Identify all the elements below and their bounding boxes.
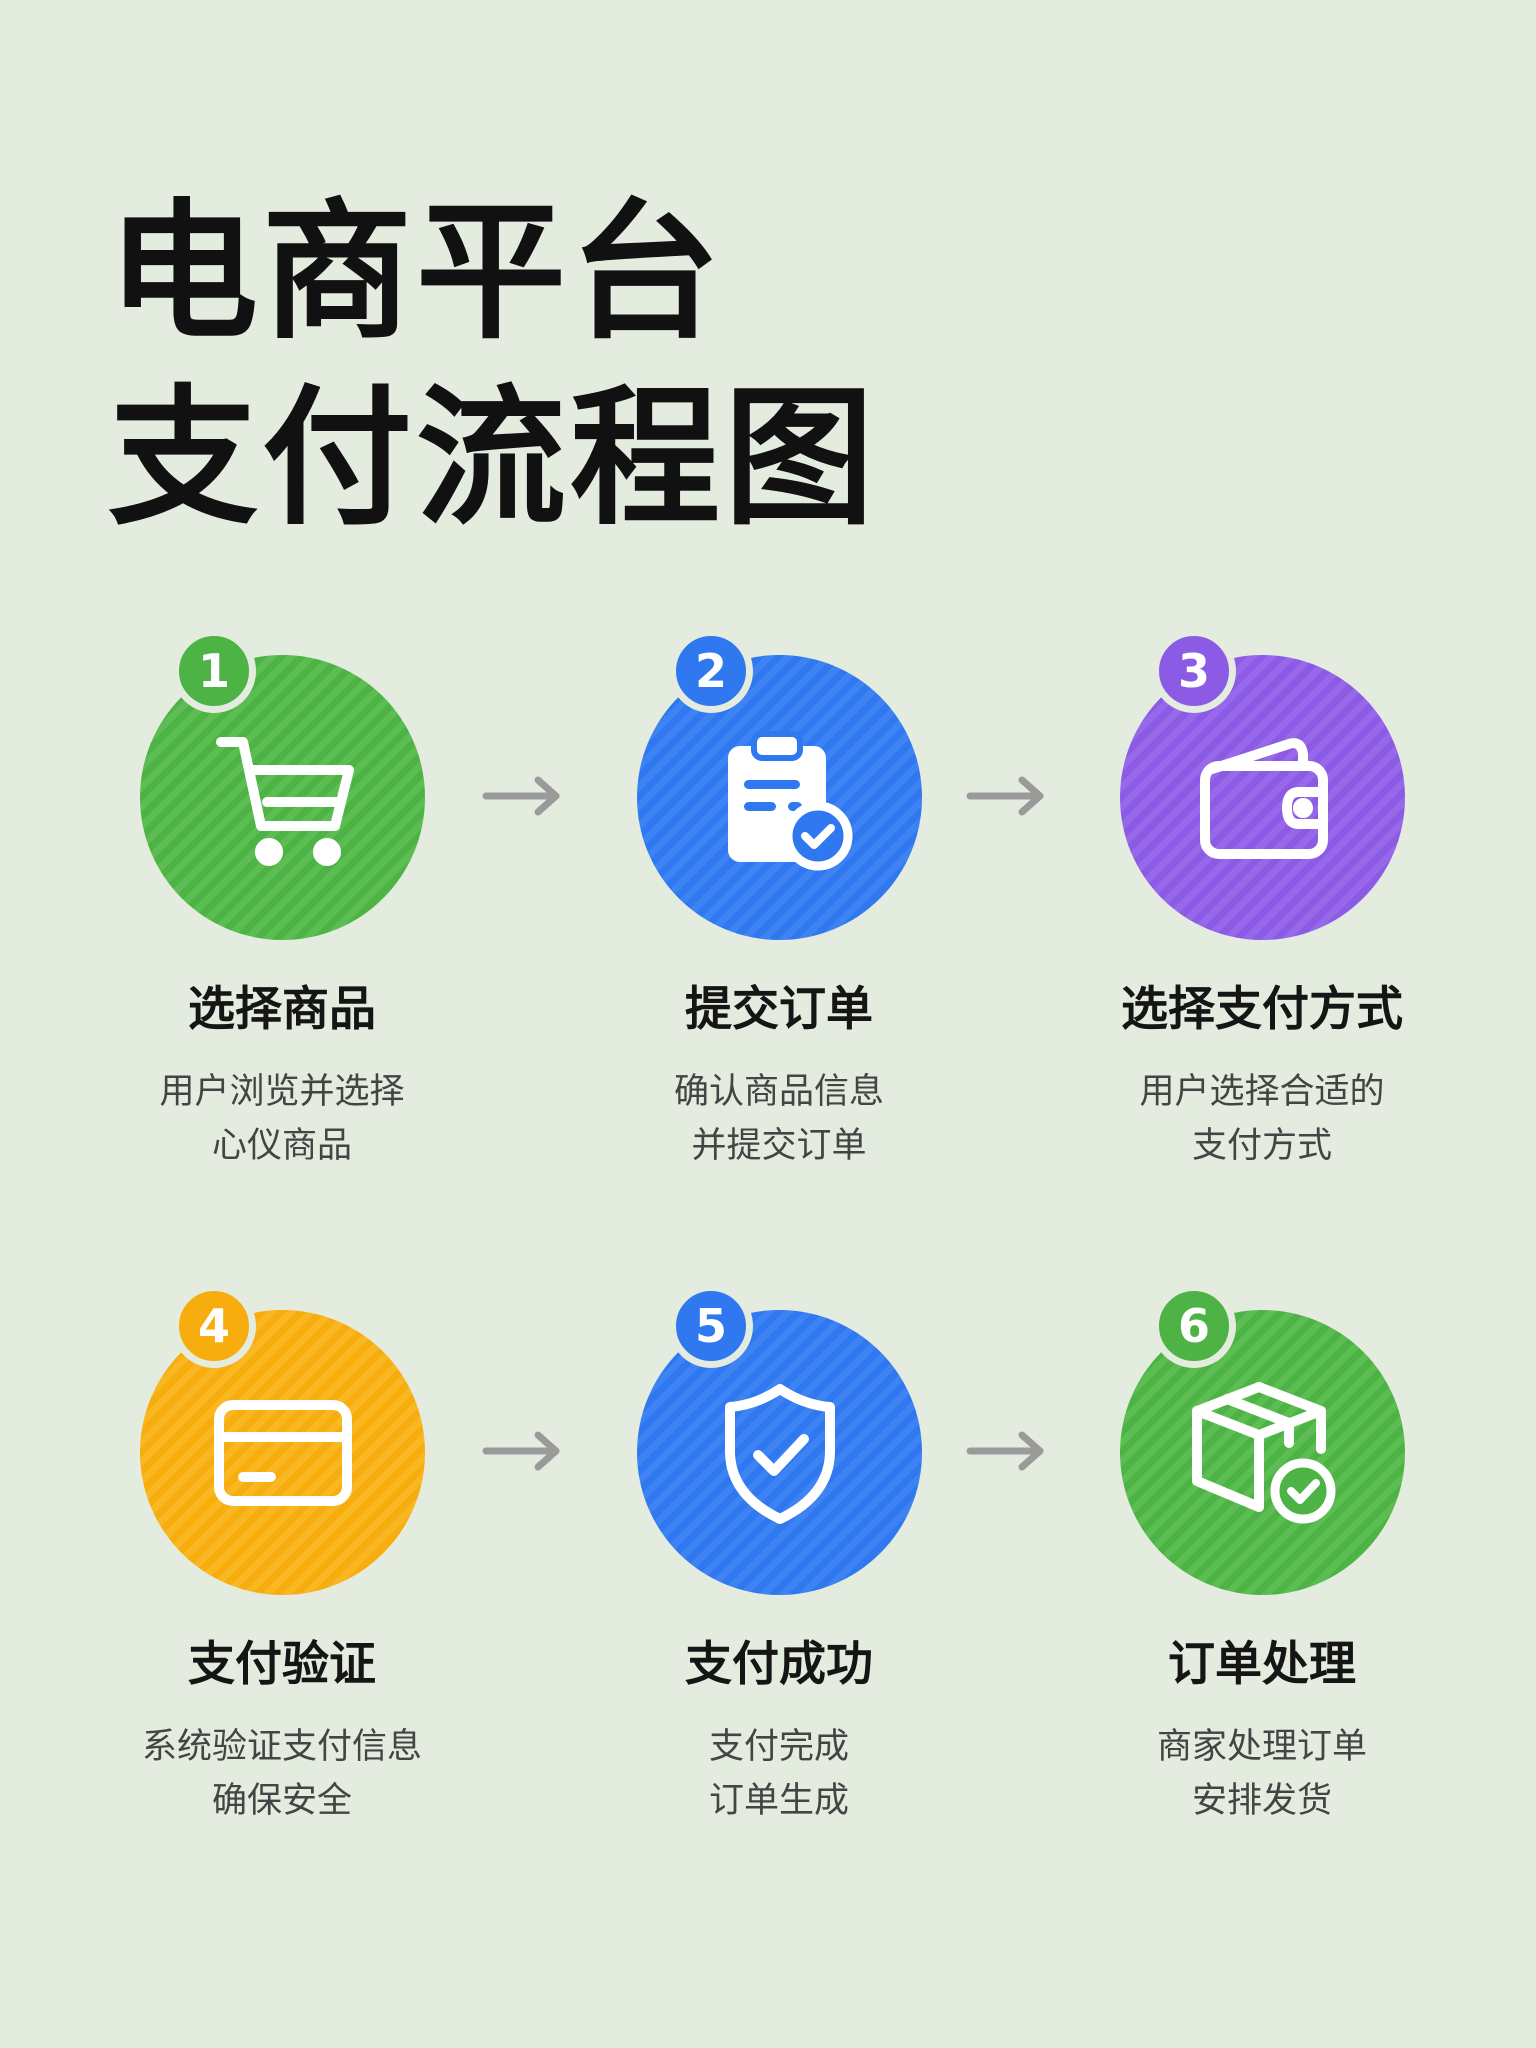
arrow-right-icon xyxy=(966,1431,1044,1471)
step-3-number-badge: 3 xyxy=(1152,629,1236,713)
step-6: 6 订单处理 商家处理订单 安排发货 xyxy=(1050,1284,1470,1870)
step-5-desc-line-1: 支付完成 xyxy=(708,1727,849,1767)
step-6-number-badge: 6 xyxy=(1152,1284,1236,1368)
step-1: 1 选择商品 用户浏览并选择 心仪商品 xyxy=(70,629,490,1215)
step-1-desc-line-2: 心仪商品 xyxy=(211,1126,352,1166)
step-4-number-badge: 4 xyxy=(172,1284,256,1368)
arrow-right-icon xyxy=(966,776,1044,816)
arrow-5-to-6 xyxy=(964,1429,1048,1473)
step-5: 5 支付成功 支付完成 订单生成 xyxy=(567,1284,987,1870)
step-1-description: 用户浏览并选择 心仪商品 xyxy=(70,1065,494,1173)
step-3-title: 选择支付方式 xyxy=(1121,982,1403,1037)
credit-card-icon xyxy=(213,1399,352,1506)
arrow-1-to-2 xyxy=(480,774,564,818)
step-6-desc-line-2: 安排发货 xyxy=(1191,1781,1332,1821)
step-2-description: 确认商品信息 并提交订单 xyxy=(567,1065,991,1173)
step-3-description: 用户选择合适的 支付方式 xyxy=(1050,1065,1474,1173)
step-2: 2 提交订单 确认商品信息 并提交订单 xyxy=(567,629,987,1215)
title-line-1: 电商平台 xyxy=(108,186,725,360)
arrow-right-icon xyxy=(482,776,560,816)
step-2-desc-line-2: 并提交订单 xyxy=(691,1126,867,1166)
step-3: 3 选择支付方式 用户选择合适的 支付方式 xyxy=(1050,629,1470,1215)
step-4-desc-line-1: 系统验证支付信息 xyxy=(141,1727,422,1767)
package-check-icon xyxy=(1191,1381,1335,1523)
step-6-circle: 6 xyxy=(1120,1284,1405,1595)
step-2-title: 提交订单 xyxy=(685,982,873,1037)
step-5-description: 支付完成 订单生成 xyxy=(567,1720,991,1828)
step-6-desc-line-1: 商家处理订单 xyxy=(1156,1727,1367,1767)
step-1-circle: 1 xyxy=(140,629,425,940)
step-4-circle: 4 xyxy=(140,1284,425,1595)
shopping-cart-icon xyxy=(215,736,354,866)
step-1-desc-line-1: 用户浏览并选择 xyxy=(159,1072,405,1112)
step-4-description: 系统验证支付信息 确保安全 xyxy=(70,1720,494,1828)
step-3-circle: 3 xyxy=(1120,629,1405,940)
step-4: 4 支付验证 系统验证支付信息 确保安全 xyxy=(70,1284,490,1870)
title-line-2: 支付流程图 xyxy=(108,372,879,546)
step-6-title: 订单处理 xyxy=(1168,1637,1356,1692)
step-2-circle: 2 xyxy=(637,629,922,940)
step-1-title: 选择商品 xyxy=(188,982,376,1037)
step-2-desc-line-1: 确认商品信息 xyxy=(673,1072,884,1112)
step-5-title: 支付成功 xyxy=(685,1637,873,1692)
step-6-description: 商家处理订单 安排发货 xyxy=(1050,1720,1474,1828)
step-1-number-badge: 1 xyxy=(172,629,256,713)
step-5-desc-line-2: 订单生成 xyxy=(708,1781,849,1821)
wallet-icon xyxy=(1199,737,1328,859)
step-4-title: 支付验证 xyxy=(188,1637,376,1692)
step-2-number-badge: 2 xyxy=(669,629,753,713)
arrow-4-to-5 xyxy=(480,1429,564,1473)
step-5-number-badge: 5 xyxy=(669,1284,753,1368)
step-5-circle: 5 xyxy=(637,1284,922,1595)
arrow-right-icon xyxy=(482,1431,560,1471)
step-4-desc-line-2: 确保安全 xyxy=(211,1781,352,1821)
page-title: 电商平台 支付流程图 xyxy=(108,180,878,552)
clipboard-check-icon xyxy=(727,730,852,870)
arrow-2-to-3 xyxy=(964,774,1048,818)
step-3-desc-line-1: 用户选择合适的 xyxy=(1139,1072,1385,1112)
shield-check-icon xyxy=(724,1383,835,1524)
step-3-desc-line-2: 支付方式 xyxy=(1191,1126,1332,1166)
